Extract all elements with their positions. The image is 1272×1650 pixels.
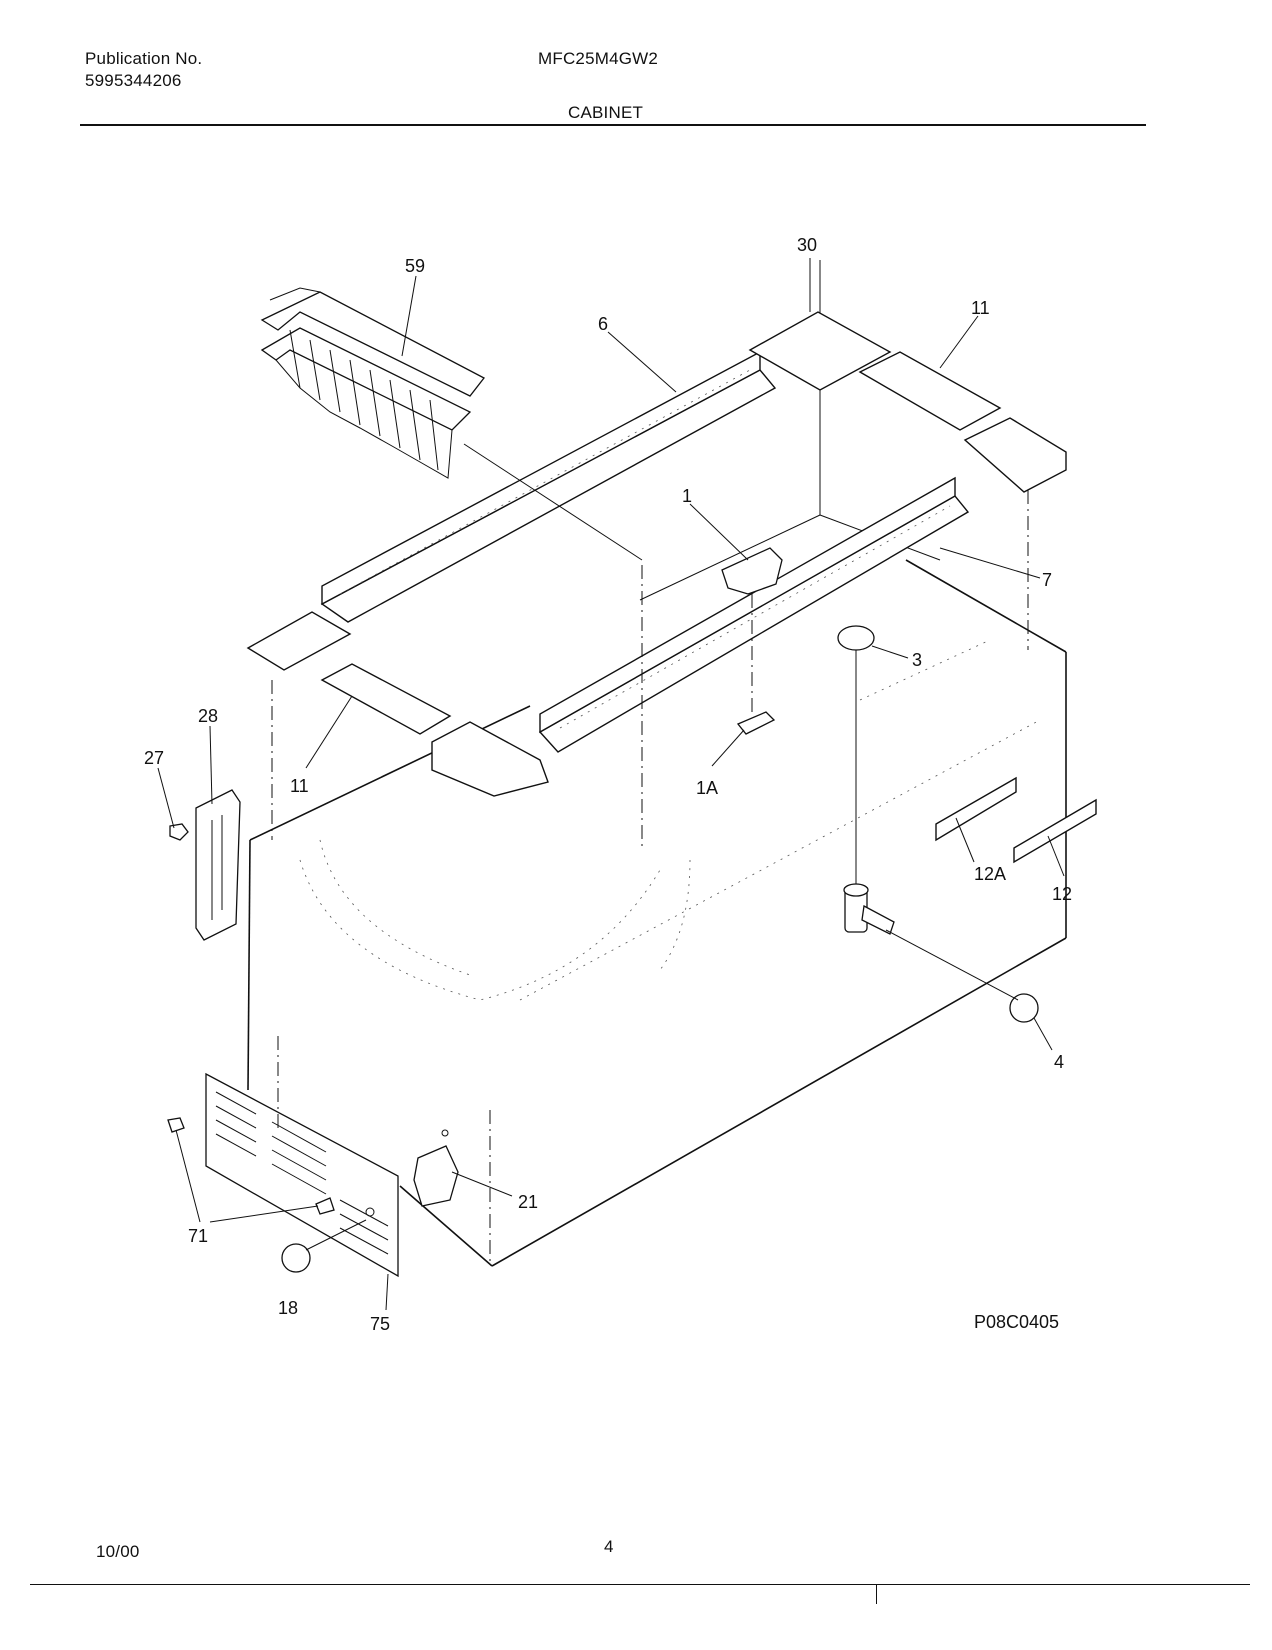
callout-6: 6 <box>598 314 608 334</box>
drain-fitting <box>843 883 895 935</box>
assembly-lines <box>271 490 1029 1262</box>
callout-11-top: 11 <box>971 298 990 318</box>
callout-3: 3 <box>912 650 922 670</box>
callout-18: 18 <box>278 1298 298 1318</box>
callout-1A: 1A <box>696 778 718 798</box>
footer-tick <box>876 1584 877 1604</box>
callout-21: 21 <box>518 1192 538 1212</box>
control-knob <box>281 1243 311 1273</box>
section-title: CABINET <box>568 103 644 122</box>
publication-number: 5995344206 <box>85 71 182 90</box>
footer-rule <box>30 1584 1250 1585</box>
basket <box>260 287 485 479</box>
drain-cap <box>1009 993 1039 1023</box>
callout-27: 27 <box>144 748 164 768</box>
callout-12: 12 <box>1052 884 1072 904</box>
callout-4: 4 <box>1054 1052 1064 1072</box>
latch-bracket <box>721 547 783 595</box>
callout-7: 7 <box>1042 570 1052 590</box>
callout-11-left: 11 <box>290 776 309 796</box>
callout-75: 75 <box>370 1314 390 1334</box>
callout-59: 59 <box>405 256 425 276</box>
callout-71: 71 <box>188 1226 208 1246</box>
footer-date: 10/00 <box>96 1542 140 1561</box>
drawing-id: P08C0405 <box>974 1312 1059 1332</box>
model-number: MFC25M4GW2 <box>538 49 659 68</box>
grille-screws <box>167 1117 335 1215</box>
header-rule <box>80 124 1146 126</box>
hinge-bracket <box>195 789 241 941</box>
toe-grille <box>205 1072 399 1278</box>
cabinet-body <box>247 559 1067 1267</box>
callout-28: 28 <box>198 706 218 726</box>
tape-strips <box>935 776 1097 864</box>
callout-leaders <box>157 258 1065 1311</box>
drain-plug-top <box>837 625 875 888</box>
publication-label: Publication No. <box>85 49 203 68</box>
temperature-control <box>413 1129 459 1207</box>
callout-30: 30 <box>797 235 817 255</box>
breaker-strip-frame <box>246 311 1067 797</box>
hinge-screw <box>169 823 189 841</box>
callout-12A: 12A <box>974 864 1006 884</box>
callout-1: 1 <box>682 486 692 506</box>
page-number: 4 <box>604 1537 614 1556</box>
